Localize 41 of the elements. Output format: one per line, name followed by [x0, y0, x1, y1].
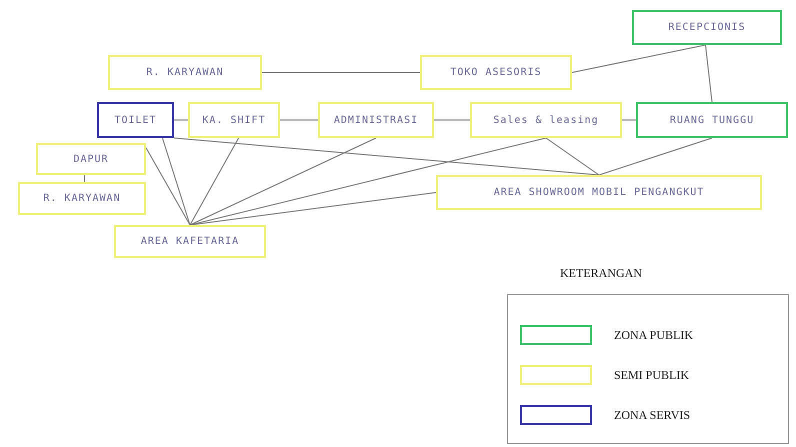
connector-line [190, 192, 436, 226]
room-label: TOILET [114, 114, 157, 126]
room-label: TOKO ASESORIS [450, 67, 542, 78]
service-zone-box [97, 102, 174, 138]
connector-line [174, 138, 600, 176]
connector-line [546, 138, 600, 176]
room-label: AREA SHOWROOM MOBIL PENGANGKUT [494, 187, 704, 198]
semi-public-box [420, 55, 572, 90]
semi-public-box [318, 102, 434, 138]
connector-line [190, 138, 240, 226]
connector-line [598, 138, 712, 176]
semi-public-box [108, 55, 262, 90]
connector-line [190, 138, 376, 226]
connector-line [705, 44, 712, 102]
public-zone-box [632, 10, 782, 45]
room-label: RUANG TUNGGU [670, 114, 754, 126]
semi-public-box [18, 182, 146, 215]
semi-public-box [470, 102, 622, 138]
semi-public-box [36, 143, 146, 175]
room-label: AREA KAFETARIA [140, 236, 240, 247]
legend-label: SEMI PUBLIK [614, 368, 690, 382]
connector-line [190, 138, 546, 226]
connector-line [262, 72, 420, 73]
room-label: R. KARYAWAN [146, 67, 224, 78]
legend-label: ZONA SERVIS [614, 408, 690, 422]
legend-title: KETERANGAN [560, 266, 642, 281]
semi-public-box [114, 225, 266, 258]
connector-line [572, 44, 706, 73]
connector-line [84, 174, 86, 182]
public-zone-box [636, 102, 788, 138]
room-label: Sales & leasing [493, 114, 599, 126]
semi-public-box [188, 102, 280, 138]
room-label: DAPUR [73, 154, 109, 164]
room-label: RECEPCIONIS [668, 22, 746, 33]
connector-line [146, 147, 190, 226]
room-label: ADMINISTRASI [334, 114, 418, 126]
semi-public-box [436, 175, 762, 210]
legend-label: ZONA PUBLIK [614, 328, 694, 342]
room-label: KA. SHIFT [202, 114, 266, 126]
room-label: R. KARYAWAN [43, 193, 121, 204]
connector-line [162, 138, 190, 226]
